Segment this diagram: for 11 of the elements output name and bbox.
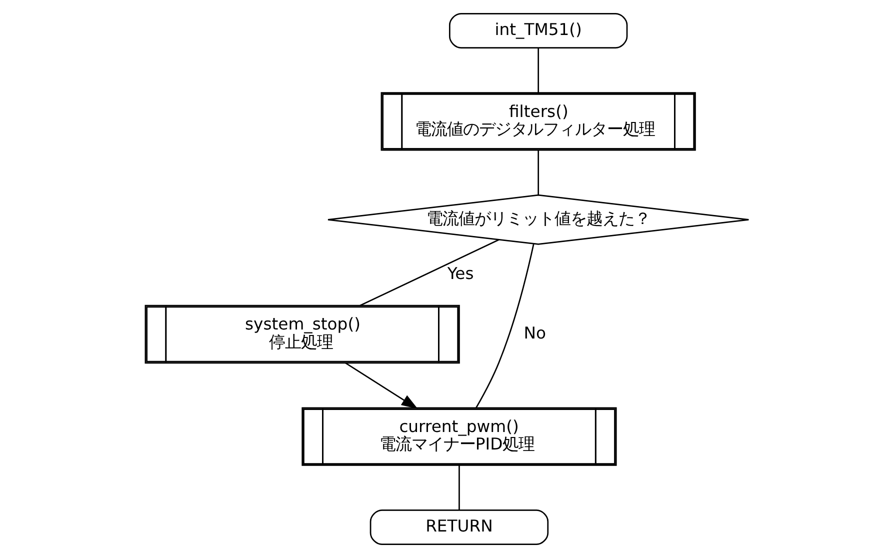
connector: [476, 244, 534, 408]
connector: [360, 239, 500, 306]
connector: [538, 150, 540, 195]
node-box: int_TM51(): [448, 12, 628, 48]
edge-label: Yes: [447, 264, 474, 284]
arrow: [345, 362, 418, 409]
node-box: RETURN: [370, 510, 549, 546]
edge-label: No: [524, 323, 546, 342]
node-diamond: 電流値がリミット値を越えた？: [327, 194, 750, 245]
connector: [538, 48, 540, 93]
connector: [458, 465, 460, 510]
